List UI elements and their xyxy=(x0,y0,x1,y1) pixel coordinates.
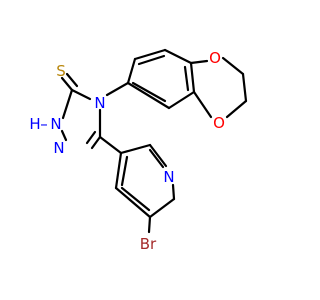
nh-nitrogen-label: N xyxy=(50,115,61,133)
dioxane-ring xyxy=(189,56,248,119)
nh-hydrogen-label: H xyxy=(29,115,40,133)
oxygen-bottom-label: O xyxy=(213,114,225,132)
sulfur-label: S xyxy=(56,62,66,80)
c-br-bond xyxy=(147,215,152,234)
triazole-n-left-label: N xyxy=(53,139,64,157)
triazole-ring xyxy=(60,72,102,150)
bromine-label: Br xyxy=(140,235,157,253)
pyridine-n-label: N xyxy=(163,168,174,186)
triazole-n4-label: N xyxy=(94,94,105,112)
pyridine-ring xyxy=(114,143,176,219)
nh-dash: – xyxy=(40,115,48,133)
molecule-structure: S H – N N N N Br O O xyxy=(29,48,248,253)
benzene-ring xyxy=(105,48,196,110)
oxygen-top-label: O xyxy=(209,49,221,67)
biaryl-bond xyxy=(98,135,123,155)
